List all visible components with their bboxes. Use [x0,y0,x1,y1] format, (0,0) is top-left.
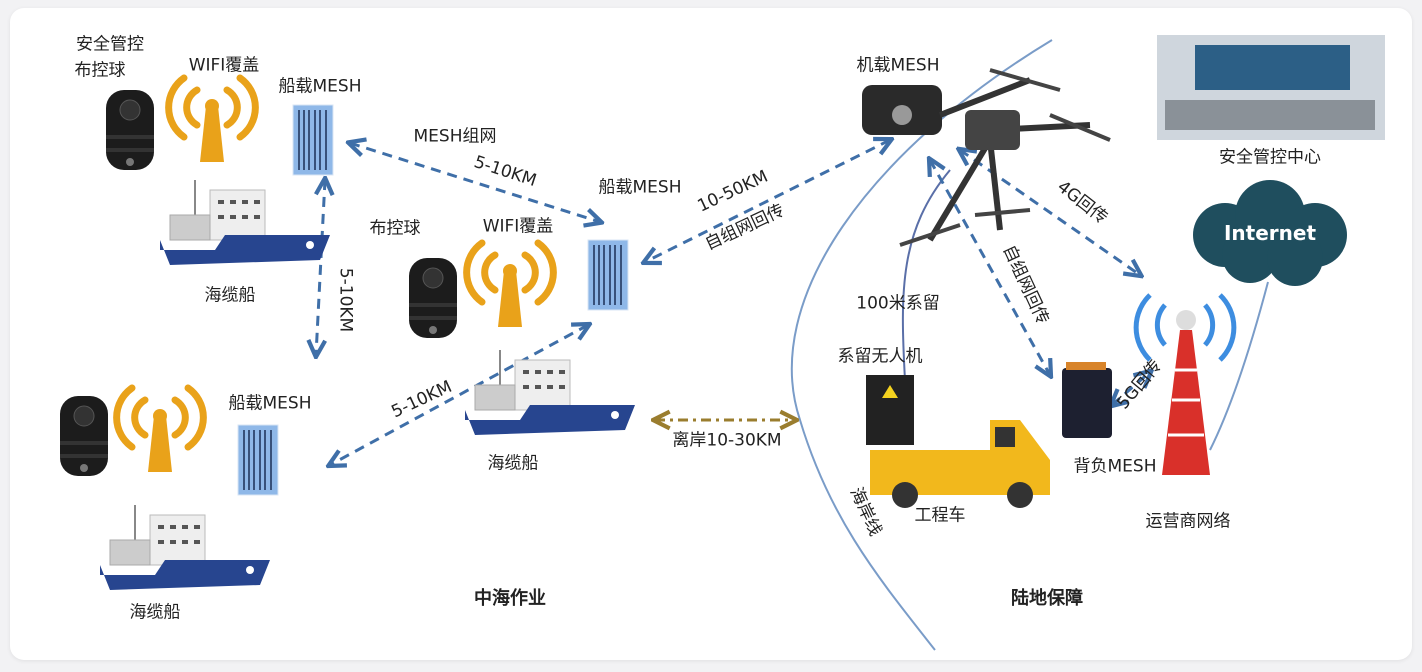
tether-drone-label: 系留无人机 [837,346,923,367]
link-label-mesh-network: MESH组网 [413,126,497,147]
engineering-van-icon [870,420,1050,508]
section-title-land: 陆地保障 [1011,588,1083,609]
ship-label: 海缆船 [204,285,256,306]
wifi-icon [117,388,204,472]
vehicle-label: 工程车 [914,505,966,526]
backpack-mesh-label: 背负MESH [1073,456,1157,477]
cell-tower-icon [1133,293,1237,475]
mesh-label: 船载MESH [598,177,682,198]
tether-drone-box-icon [866,375,914,445]
tether-label: 100米系留 [856,293,940,314]
mesh-label: 船载MESH [228,393,312,414]
link-selforg [930,160,1050,375]
wifi-icon [467,243,554,327]
mesh-device-icon [237,424,279,496]
camera-icon [59,395,109,477]
mesh-device-icon [587,239,629,311]
mesh-label: 船载MESH [278,76,362,97]
wifi-icon [169,78,256,162]
camera-icon [105,89,155,171]
control-center-image [1157,35,1385,140]
drone-label: 机载MESH [856,55,940,76]
ship-icon [99,504,271,591]
internet-cloud-icon [1193,180,1347,286]
offshore-label: 离岸10-30KM [672,430,782,451]
link-drone-ship2 [645,140,890,262]
control-center-label: 安全管控中心 [1219,147,1321,168]
internet-label: Internet [1223,221,1317,245]
ship-icon [464,349,636,436]
ship-label: 海缆船 [129,602,181,623]
coastline-curve [790,39,1053,651]
internet-tower-line [1209,281,1269,451]
mesh-device-icon [292,104,334,176]
link-ship1-ship2 [350,143,600,222]
drone-icon [862,68,1111,247]
wifi-label: WIFI覆盖 [482,216,554,237]
ship-label: 海缆船 [487,453,539,474]
wifi-label: WIFI覆盖 [188,55,260,76]
camera-icon [408,257,458,339]
camera-label: 安全管控 [76,34,144,55]
ship-icon [159,179,331,266]
camera-label: 布控球 [369,218,421,239]
link-ship1-ship3 [316,180,325,355]
link-5g [1112,372,1150,405]
link-ship3-ship2 [330,325,588,465]
operator-label: 运营商网络 [1145,511,1231,532]
backpack-mesh-icon [1062,368,1112,438]
section-title-sea: 中海作业 [474,588,546,609]
camera-label: 布控球 [74,60,126,81]
link-distance-label: 5-10KM [335,267,356,333]
